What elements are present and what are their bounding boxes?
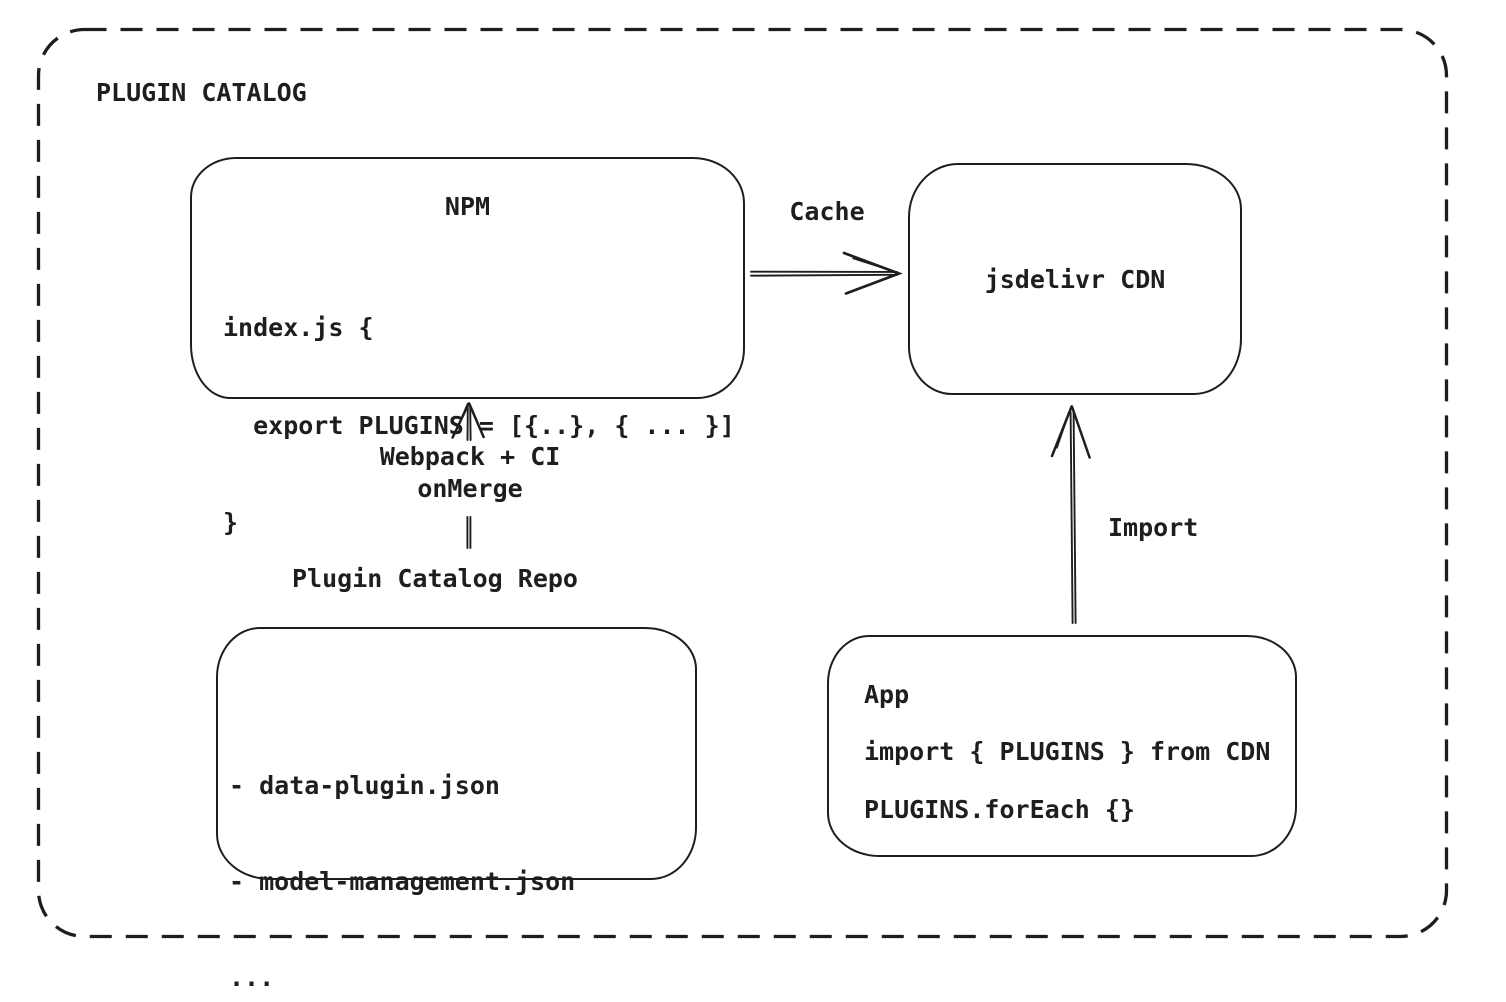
repo-node: - data-plugin.json - model-management.js… [216, 627, 697, 992]
npm-code-line: export PLUGINS = [{..}, { ... }] [223, 410, 735, 440]
npm-node-title: NPM [444, 192, 491, 221]
import-edge-label: Import [1108, 513, 1199, 542]
cdn-node: jsdelivr CDN [908, 163, 1242, 395]
cache-arrow [750, 251, 903, 295]
diagram-title: PLUGIN CATALOG [96, 78, 307, 107]
repo-file-item: - model-management.json [229, 867, 576, 896]
app-code-line: import { PLUGINS } from CDN [864, 737, 1271, 766]
app-node: App import { PLUGINS } from CDN PLUGINS.… [827, 635, 1297, 857]
npm-code-block: index.js { export PLUGINS = [{..}, { ...… [223, 247, 735, 605]
build-edge-label-line2: onMerge [417, 474, 523, 503]
cdn-node-label: jsdelivr CDN [984, 264, 1166, 294]
cache-edge-label: Cache [789, 197, 865, 226]
npm-code-line: } [223, 508, 239, 537]
app-node-title: App [864, 680, 910, 709]
repo-file-item: - data-plugin.json [229, 771, 500, 800]
repo-file-item: ... [229, 963, 275, 992]
import-arrow [1050, 405, 1091, 624]
npm-node: NPM index.js { export PLUGINS = [{..}, {… [190, 157, 745, 537]
app-code-line: PLUGINS.forEach {} [864, 795, 1135, 824]
npm-code-line: index.js { [223, 313, 374, 342]
repo-file-list: - data-plugin.json - model-management.js… [229, 706, 575, 1002]
build-edge-label-line1: Webpack + CI [379, 442, 561, 471]
repo-node-label: Plugin Catalog Repo [292, 564, 578, 593]
